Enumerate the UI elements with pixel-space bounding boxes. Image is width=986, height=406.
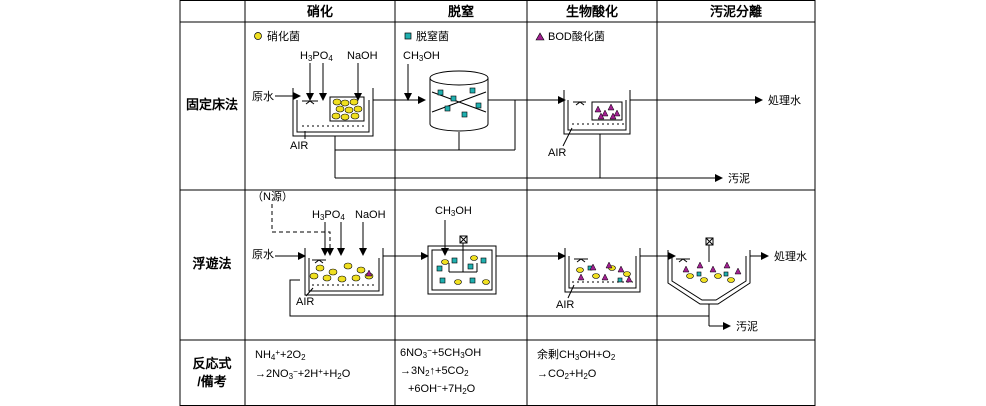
air-label-4: AIR	[556, 299, 574, 311]
fixed-denitrifiers	[437, 87, 482, 118]
sludge-label-1: 汚泥	[728, 172, 750, 185]
suspended-bod-oxidizers	[365, 261, 742, 283]
methanol-label-1: CH3OH	[403, 50, 440, 63]
fixed-nitrifiers	[331, 98, 363, 121]
header-bio-oxidation: 生物酸化	[566, 4, 618, 19]
suspended-nitrifiers	[309, 255, 735, 285]
air-label-3: AIR	[296, 296, 314, 308]
row-reaction-2: /備考	[197, 374, 227, 389]
suspended-process: （N源） H3PO4 NaOH 原水 AIR CH3OH AIR	[252, 189, 807, 333]
bod-legend-icon	[535, 32, 545, 41]
header-sludge-separation: 汚泥分離	[710, 4, 762, 19]
table-grid	[179, 0, 816, 406]
air-label-1: AIR	[290, 140, 308, 152]
row-suspended: 浮遊法	[192, 256, 231, 271]
row-fixed-bed: 固定床法	[186, 97, 238, 112]
naoh-label-2: NaOH	[355, 209, 386, 221]
treated-water-label-1: 処理水	[768, 94, 801, 107]
nitrifier-legend-icon	[254, 32, 262, 40]
row-reaction-1: 反応式	[192, 356, 231, 371]
header-denitrification: 脱窒	[448, 4, 474, 19]
legend-nitrifier: 硝化菌	[267, 29, 300, 43]
phosphoric-acid-label: H3PO4	[300, 50, 333, 63]
n-source-label: （N源）	[252, 189, 293, 203]
sludge-label-2: 汚泥	[736, 320, 758, 333]
treated-water-label-2: 処理水	[774, 250, 807, 263]
legend-bod: BOD酸化菌	[548, 29, 605, 43]
eq-nitrification-1: NH4++2O2	[255, 348, 306, 362]
eq-oxidation-2: →CO2+H2O	[537, 368, 597, 381]
eq-denitrification-3: +6OH−+7H2O	[408, 382, 476, 396]
eq-oxidation-1: 余剰CH3OH+O2	[537, 347, 616, 362]
phosphoric-acid-label-2: H3PO4	[312, 209, 345, 222]
header-nitrification: 硝化	[307, 4, 333, 19]
raw-water-label-1: 原水	[252, 90, 274, 103]
eq-denitrification-1: 6NO3−+5CH3OH	[400, 346, 481, 360]
air-label-2: AIR	[548, 147, 566, 159]
raw-water-label-2: 原水	[252, 248, 274, 261]
fixed-bod-oxidizers	[594, 103, 621, 120]
methanol-label-2: CH3OH	[435, 205, 472, 218]
suspended-denitrifiers	[436, 257, 729, 284]
denitrifier-legend-icon	[404, 32, 412, 40]
eq-nitrification-2: →2NO3−+2H++H2O	[255, 367, 351, 381]
eq-denitrification-2: →3N2↑+5CO2	[400, 365, 469, 378]
naoh-label-1: NaOH	[347, 50, 378, 62]
legend-denitrifier: 脱窒菌	[416, 29, 449, 43]
fixed-bed-process: H3PO4 NaOH 原水 AIR CH3OH	[252, 50, 801, 185]
